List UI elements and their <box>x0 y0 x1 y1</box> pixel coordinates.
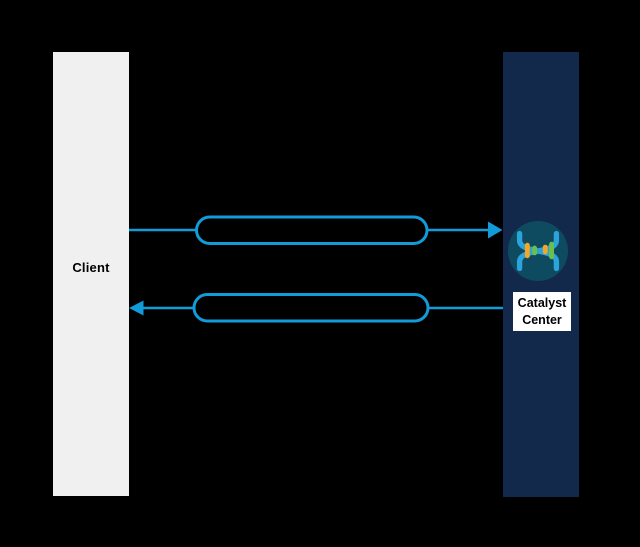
dna-rung-green-left <box>532 245 538 256</box>
catalyst-center-dna-icon <box>507 220 569 282</box>
message-pill-bottom <box>192 293 430 323</box>
arrow-catalyst-to-client <box>129 293 503 323</box>
catalyst-label-line1: Catalyst <box>517 295 567 310</box>
arrowhead-right-icon <box>488 221 503 239</box>
catalyst-center-label: Catalyst Center <box>513 292 571 331</box>
dna-rung-green-right <box>549 241 554 260</box>
dna-rung-orange-left <box>524 242 530 259</box>
arrowhead-left-icon <box>129 300 144 316</box>
client-label: Client <box>72 260 110 275</box>
client-node: Client <box>53 52 129 496</box>
arrow-client-to-catalyst <box>129 215 503 245</box>
message-pill-top <box>195 215 429 245</box>
catalyst-center-node: Catalyst Center <box>503 52 579 497</box>
dna-strand-right <box>516 230 560 272</box>
dna-rung-orange-right <box>542 244 548 255</box>
catalyst-label-line2: Center <box>522 312 562 327</box>
